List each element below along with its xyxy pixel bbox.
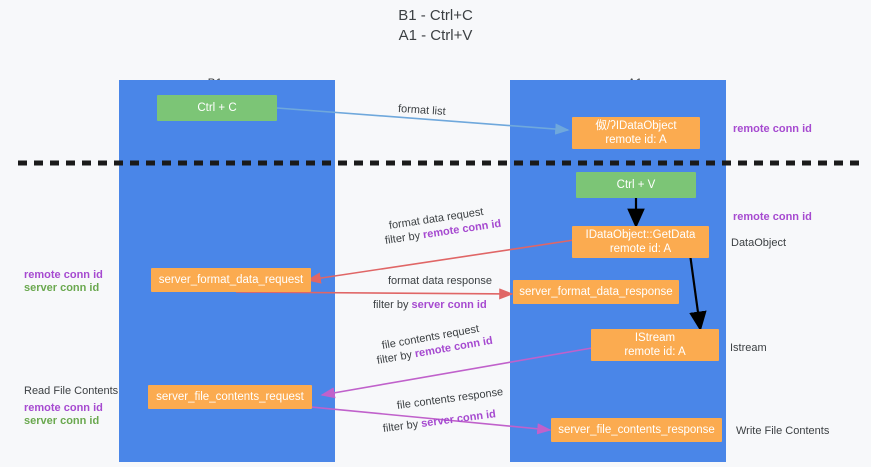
node-server-format-data-request-label: server_format_data_request	[158, 274, 304, 286]
node-idataobject-line1: 伮/ʔIDataObject	[595, 120, 677, 132]
node-server-file-contents-response[interactable]: server_file_contents_response	[551, 418, 722, 442]
annotation-right-dataobject: DataObject	[731, 237, 787, 249]
node-istream[interactable]: IStream remote id: A	[591, 329, 719, 361]
annotation-left-read-file-contents: Read File Contents	[24, 385, 119, 397]
edge-label-filter-server-1: filter by server conn id	[373, 298, 487, 312]
node-server-format-data-response[interactable]: server_format_data_response	[513, 280, 679, 304]
annotation-left-remote-conn-id-mid: remote conn id	[24, 269, 103, 281]
filter-server-1-value: server conn id	[411, 299, 487, 311]
node-istream-line2: remote id: A	[624, 346, 686, 358]
node-ctrl-v[interactable]: Ctrl + V	[576, 172, 696, 198]
diagram-title: B1 - Ctrl+C A1 - Ctrl+V	[398, 7, 473, 44]
node-server-file-contents-request[interactable]: server_file_contents_request	[148, 385, 312, 409]
node-getdata-line1: IDataObject::GetData	[585, 229, 696, 241]
annotation-right-istream: Istream	[730, 342, 767, 354]
node-getdata-line2: remote id: A	[609, 243, 672, 255]
node-ctrl-v-label: Ctrl + V	[616, 179, 656, 191]
filter-server-2-prefix: filter by	[382, 418, 422, 435]
annotation-left-server-conn-id-mid: server conn id	[24, 282, 100, 294]
node-server-format-data-response-label: server_format_data_response	[519, 286, 673, 298]
filter-server-2-value: server conn id	[420, 408, 497, 430]
annotation-right-write-file-contents: Write File Contents	[736, 425, 830, 437]
node-ctrl-c-label: Ctrl + C	[197, 102, 237, 114]
node-idataobject[interactable]: 伮/ʔIDataObject remote id: A	[572, 117, 700, 149]
filter-server-1-prefix: filter by	[373, 299, 412, 311]
node-getdata[interactable]: IDataObject::GetData remote id: A	[572, 226, 709, 258]
annotation-left-server-conn-id-bottom: server conn id	[24, 415, 100, 427]
node-ctrl-c[interactable]: Ctrl + C	[157, 95, 277, 121]
annotation-right-remote-conn-id-mid: remote conn id	[733, 211, 812, 223]
node-server-file-contents-response-label: server_file_contents_response	[558, 424, 715, 436]
edge-label-format-list: format list	[397, 103, 446, 118]
annotation-right-remote-conn-id-top: remote conn id	[733, 123, 812, 135]
annotation-left-remote-conn-id-bottom: remote conn id	[24, 402, 103, 414]
node-istream-line1: IStream	[634, 332, 676, 344]
edge-label-format-data-response: format data response	[388, 275, 492, 287]
node-idataobject-line2: remote id: A	[605, 134, 667, 146]
node-server-file-contents-request-label: server_file_contents_request	[156, 391, 304, 403]
node-server-format-data-request[interactable]: server_format_data_request	[151, 268, 311, 292]
